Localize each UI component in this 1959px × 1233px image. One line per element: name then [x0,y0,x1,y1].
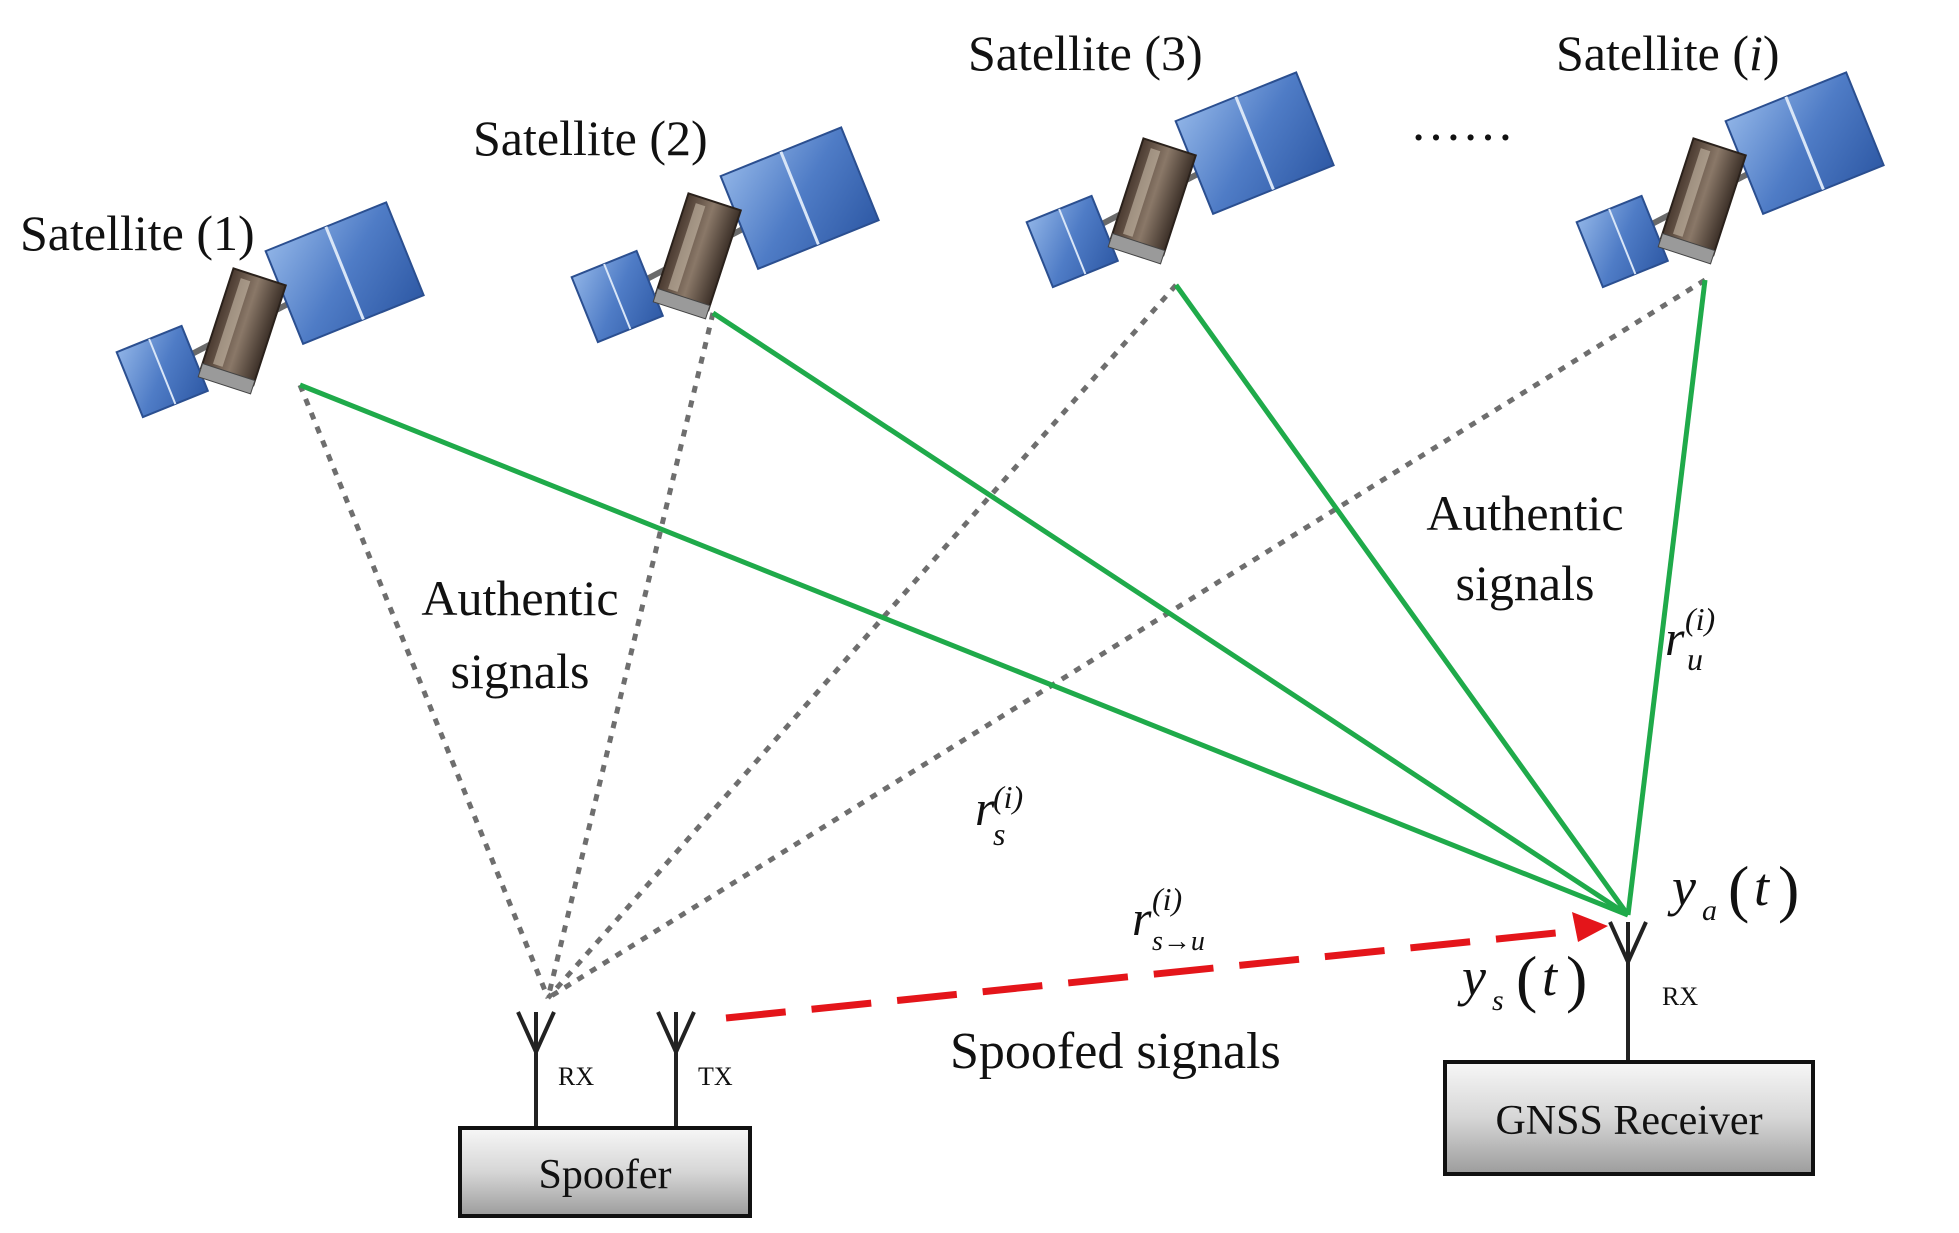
spoofer-rx-label: RX [558,1062,594,1091]
satellite-i-label: Satellite (i) [1556,25,1780,81]
spoofer-tx-antenna-icon [656,1011,696,1128]
spoofer-box: Spoofer [458,1126,752,1218]
svg-text:a: a [1702,894,1717,927]
svg-text:u: u [1687,641,1703,677]
svg-text:y: y [1667,857,1696,917]
satellite-1-label: Satellite (1) [20,205,255,261]
satellite-i [1577,72,1884,287]
dotted-line-sat3 [546,283,1178,1000]
authentic-label-left-line2: signals [451,643,590,699]
dotted-line-sat2 [545,312,716,999]
svg-text:(: ( [1728,853,1749,924]
spoof-arrowhead [1572,912,1608,942]
green-line-sat3 [1173,283,1631,917]
spoofer-rx-antenna-icon [516,1011,556,1128]
svg-text:r: r [1132,890,1152,946]
authentic-label-right-line1: Authentic [1426,485,1623,541]
y-a-label: y a ( t ) [1667,853,1799,927]
svg-text:(i): (i) [1685,601,1715,637]
svg-text:t: t [1754,857,1771,917]
svg-text:): ) [1778,853,1799,924]
svg-text:r: r [1665,610,1685,666]
satellite-2-label: Satellite (2) [473,110,708,166]
spoofer-tx-label: TX [698,1062,733,1091]
green-authentic-lines [299,279,1708,918]
spoofed-signal-line [725,912,1608,1022]
satellite-3-label: Satellite (3) [968,25,1203,81]
y-s-label: y s ( t ) [1457,943,1587,1017]
dotted-line-sati [546,277,1707,1001]
svg-text:t: t [1542,947,1559,1007]
svg-text:): ) [1566,943,1587,1014]
green-line-sat1 [299,382,1629,918]
satellite-3 [1027,72,1334,287]
gnss-receiver-box: GNSS Receiver [1443,1060,1815,1176]
svg-text:s: s [993,816,1005,852]
svg-text:(i): (i) [993,779,1023,815]
receiver-rx-antenna-icon [1608,921,1648,1062]
r-s-to-u-label: r (i) s→u [1132,881,1205,957]
svg-text:r: r [975,780,995,836]
authentic-label-left-line1: Authentic [421,570,618,626]
receiver-rx-label: RX [1662,982,1698,1011]
spoofer-title: Spoofer [539,1152,672,1198]
dotted-line-sat1 [297,384,551,999]
satellite-ellipsis: …… [1410,95,1514,152]
r-u-label: r (i) u [1665,601,1715,677]
gnss-receiver-title: GNSS Receiver [1495,1098,1762,1144]
authentic-label-right-line2: signals [1456,555,1595,611]
svg-text:s: s [1492,984,1504,1017]
green-line-sat2 [711,310,1630,918]
svg-text:(: ( [1516,943,1537,1014]
dotted-authentic-lines [297,277,1707,1001]
svg-text:s→u: s→u [1152,926,1205,957]
svg-text:(i): (i) [1152,881,1182,917]
r-s-label: r (i) s [975,779,1023,852]
svg-text:y: y [1457,947,1486,1007]
green-line-sati [1625,279,1708,916]
spoofed-signals-label: Spoofed signals [950,1023,1281,1080]
